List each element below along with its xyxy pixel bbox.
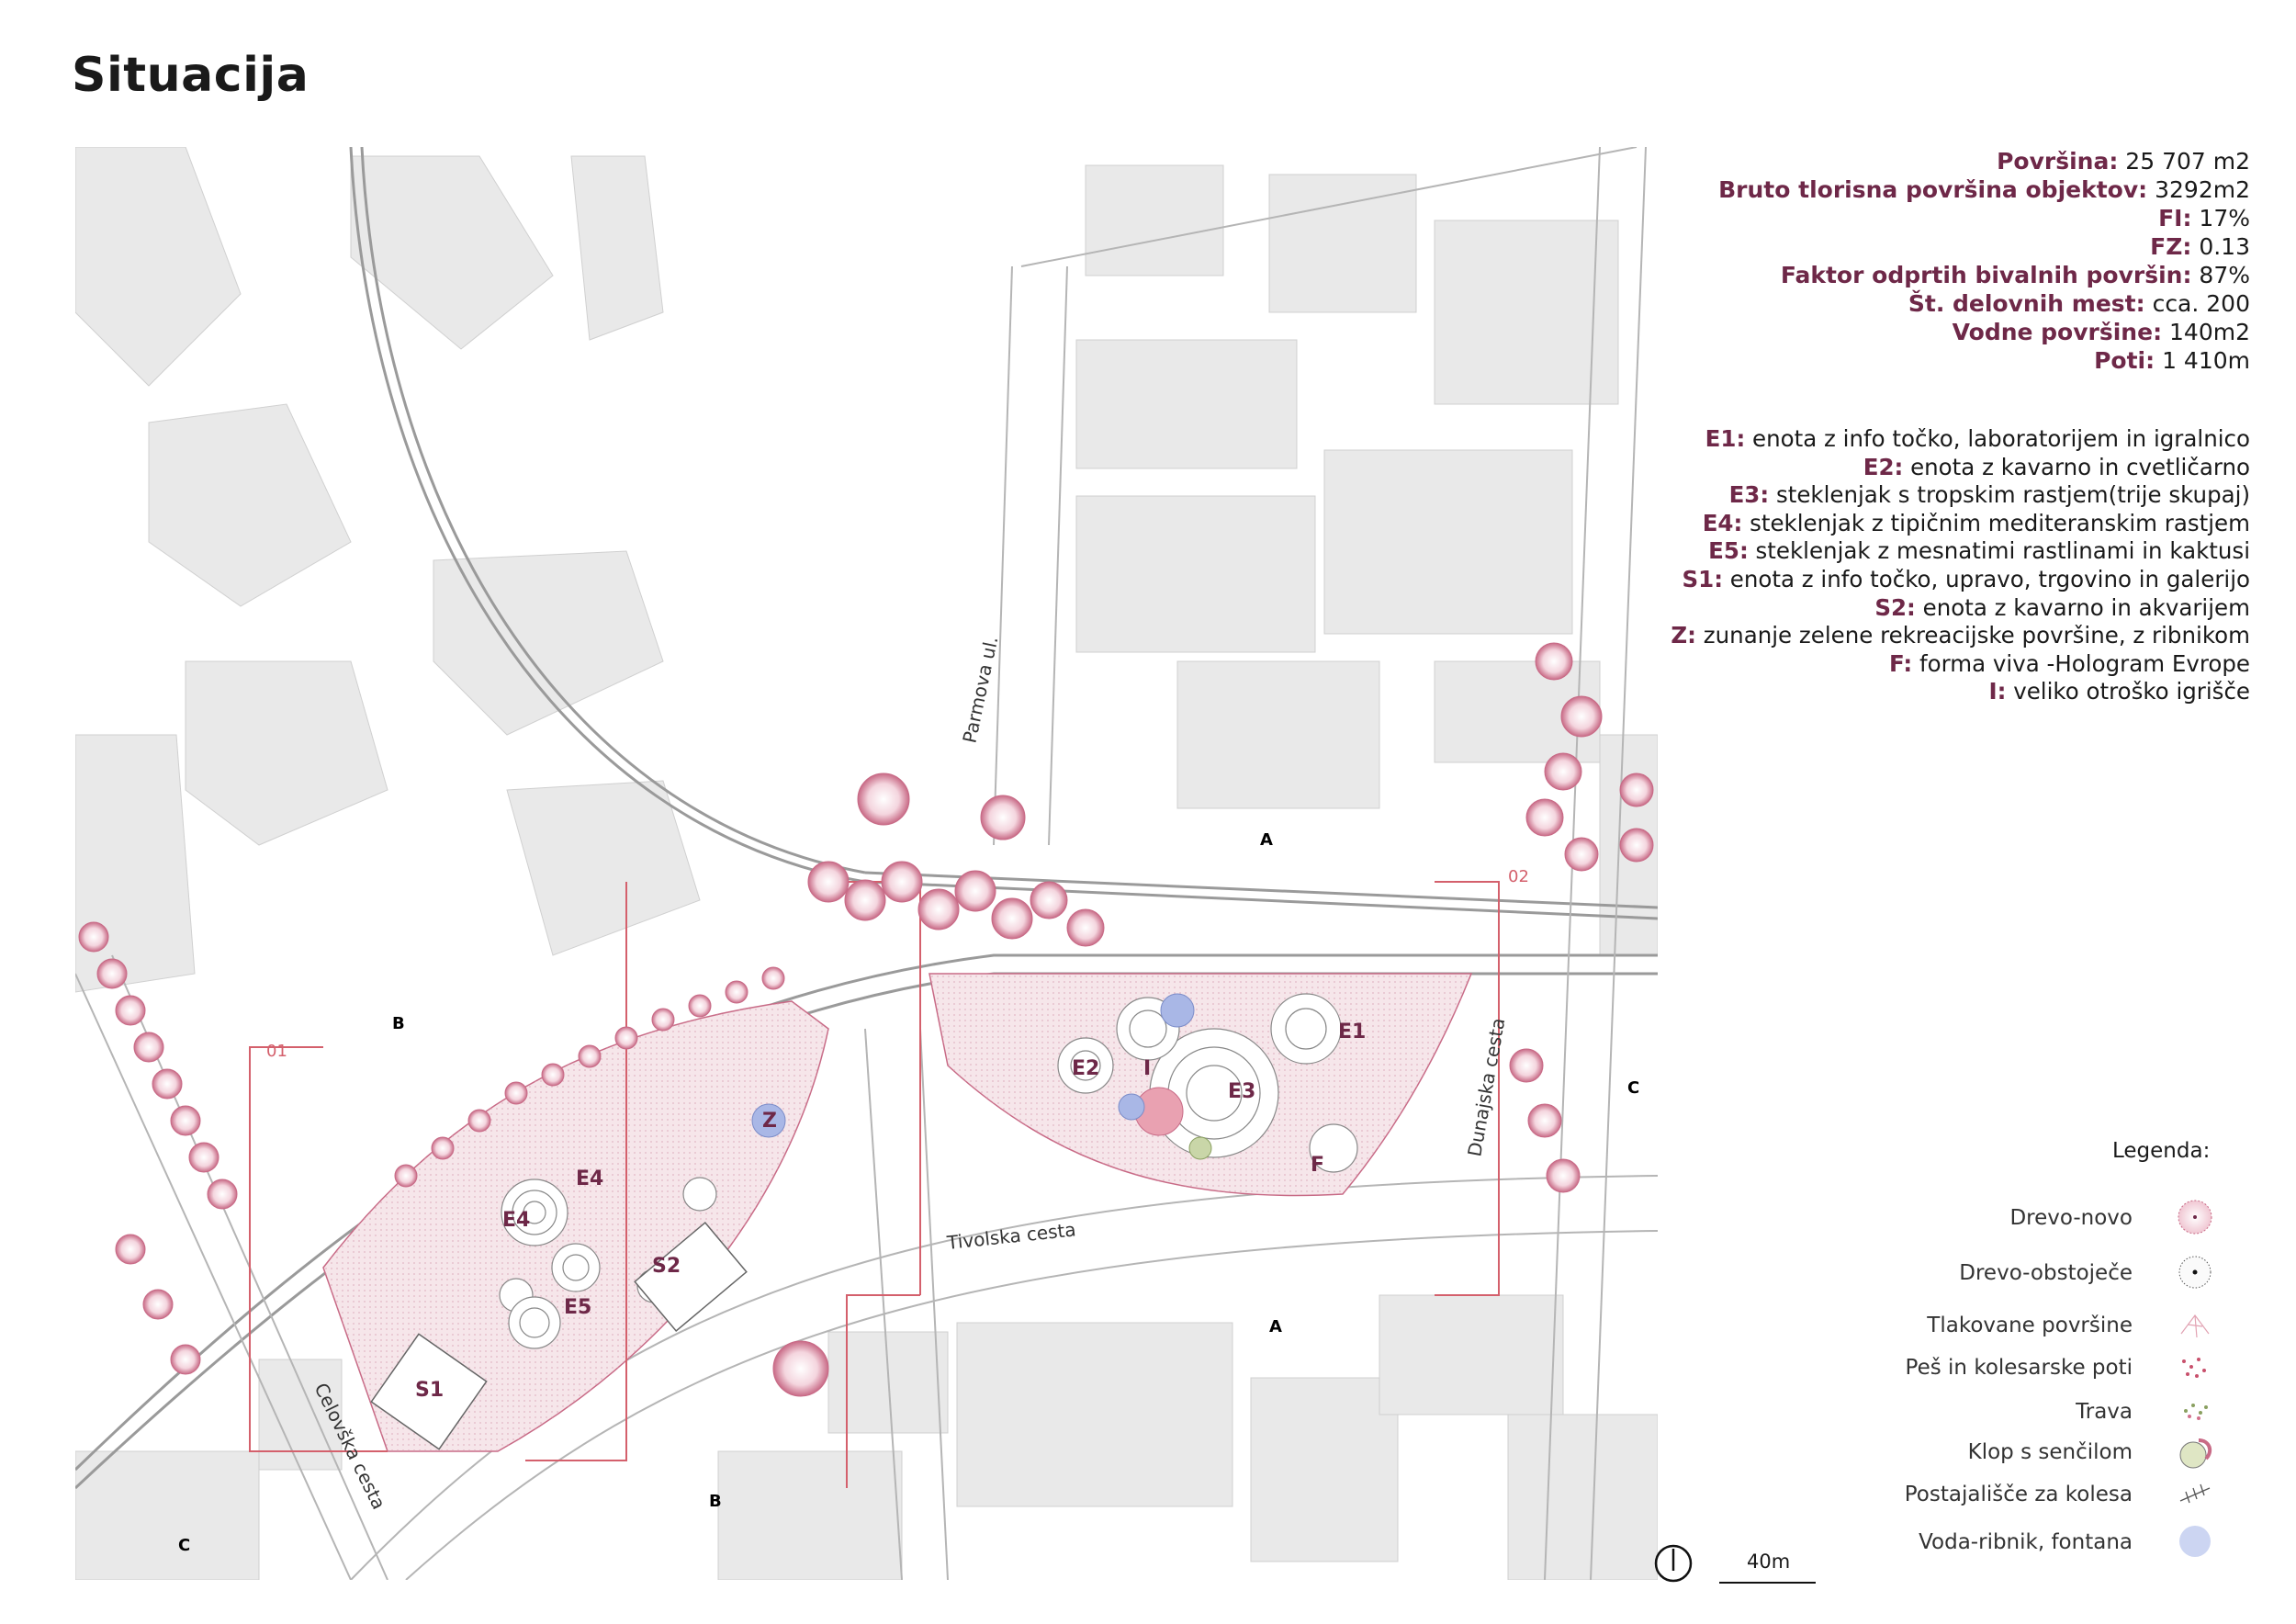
path-icon	[2182, 1358, 2206, 1378]
unit-label-s2: S2	[652, 1255, 681, 1278]
unit-e2: E2: enota z kavarno in cvetličarno	[1863, 453, 2250, 480]
site-plan-map[interactable]: Parmova ul. Tivolska cesta Dunajska cest…	[75, 147, 1658, 1580]
north-arrow-icon	[1654, 1544, 1693, 1583]
section-marker-a-bottom: A	[1269, 1317, 1282, 1336]
pond-z[interactable]	[751, 1103, 786, 1138]
bike-stand-icon	[2179, 1483, 2211, 1504]
unit-label-f: F	[1311, 1154, 1324, 1177]
paved-surface-icon	[2180, 1314, 2210, 1338]
unit-label-i: I	[1143, 1057, 1151, 1080]
section-marker-b-left: B	[392, 1014, 405, 1033]
legend-item-new-tree: Drevo-novo	[1800, 1199, 2241, 1235]
stat-fz: FZ: 0.13	[2150, 233, 2250, 260]
legend-item-paths: Peš in kolesarske poti	[1800, 1348, 2241, 1385]
site-statistics: Površina: 25 707 m2 Bruto tlorisna površ…	[1607, 147, 2250, 375]
stat-jobs: Št. delovnih mest: cca. 200	[1908, 290, 2250, 317]
unit-label-e1: E1	[1338, 1021, 1366, 1043]
legend-item-grass: Trava	[1800, 1393, 2241, 1429]
stat-area: Površina: 25 707 m2	[1997, 148, 2250, 175]
unit-e5: E5: steklenjak z mesnatimi rastlinami in…	[1708, 537, 2250, 565]
section-marker-c-left: C	[178, 1536, 190, 1555]
grass-icon	[2184, 1404, 2208, 1420]
unit-s1: S1: enota z info točko, upravo, trgovino…	[1682, 565, 2251, 592]
legend-heading: Legenda:	[2112, 1139, 2211, 1163]
legend-item-bench: Klop s senčilom	[1800, 1433, 2241, 1470]
new-tree-icon	[2178, 1200, 2212, 1235]
stat-paths: Poti: 1 410m	[2094, 347, 2250, 374]
scale-label: 40m	[1747, 1551, 1791, 1573]
stat-fi: FI: 17%	[2158, 205, 2250, 231]
area-label-02: 02	[1508, 867, 1529, 886]
unit-label-z: Z	[762, 1110, 777, 1133]
unit-label-s1: S1	[415, 1379, 444, 1402]
section-marker-c-right: C	[1627, 1078, 1639, 1098]
building-s1[interactable]	[370, 1333, 488, 1450]
legend-item-existing-tree: Drevo-obstoječe	[1800, 1254, 2241, 1291]
building-s2[interactable]	[634, 1221, 748, 1333]
greenhouses-02[interactable]	[1057, 993, 1358, 1173]
unit-label-e3: E3	[1228, 1080, 1255, 1103]
unit-label-e4: E4	[502, 1209, 530, 1232]
legend-item-bike-stand: Postajališče za kolesa	[1800, 1475, 2241, 1512]
stat-water-surfaces: Vodne površine: 140m2	[1952, 319, 2250, 345]
legend-item-paved: Tlakovane površine	[1800, 1306, 2241, 1343]
unit-i: I: veliko otroško igrišče	[1988, 678, 2250, 705]
unit-e3: E3: steklenjak s tropskim rastjem(trije …	[1728, 481, 2250, 509]
playground-i[interactable]	[1118, 993, 1212, 1160]
bench-shade-icon	[2179, 1438, 2212, 1469]
unit-label-e4-top: E4	[576, 1167, 603, 1190]
page-title: Situacija	[72, 48, 310, 103]
scale-bar: 40m	[1719, 1551, 1816, 1584]
unit-label-e5: E5	[564, 1296, 591, 1319]
existing-tree-icon	[2178, 1256, 2212, 1289]
unit-e4: E4: steklenjak z tipičnim mediteranskim …	[1702, 509, 2250, 536]
area-label-01: 01	[266, 1042, 287, 1061]
unit-descriptions: E1: enota z info točko, laboratorijem in…	[1497, 425, 2250, 706]
water-icon	[2179, 1526, 2211, 1557]
unit-s2: S2: enota z kavarno in akvarijem	[1874, 593, 2250, 621]
railway	[75, 147, 1658, 1490]
section-marker-b-bottom: B	[709, 1492, 722, 1511]
unit-z: Z: zunanje zelene rekreacijske površine,…	[1671, 622, 2250, 649]
unit-f: F: forma viva -Hologram Evrope	[1889, 649, 2250, 677]
unit-label-e2: E2	[1072, 1057, 1099, 1080]
unit-e1: E1: enota z info točko, laboratorijem in…	[1705, 425, 2250, 452]
stat-open-space-factor: Faktor odprtih bivalnih površin: 87%	[1780, 262, 2250, 288]
section-marker-a-top: A	[1260, 830, 1273, 850]
tree-rows	[78, 642, 1654, 1397]
stat-gross-floor-area: Bruto tlorisna površina objektov: 3292m2	[1718, 176, 2250, 203]
legend-item-water: Voda-ribnik, fontana	[1800, 1523, 2241, 1560]
greenhouses-01[interactable]	[499, 1177, 717, 1349]
